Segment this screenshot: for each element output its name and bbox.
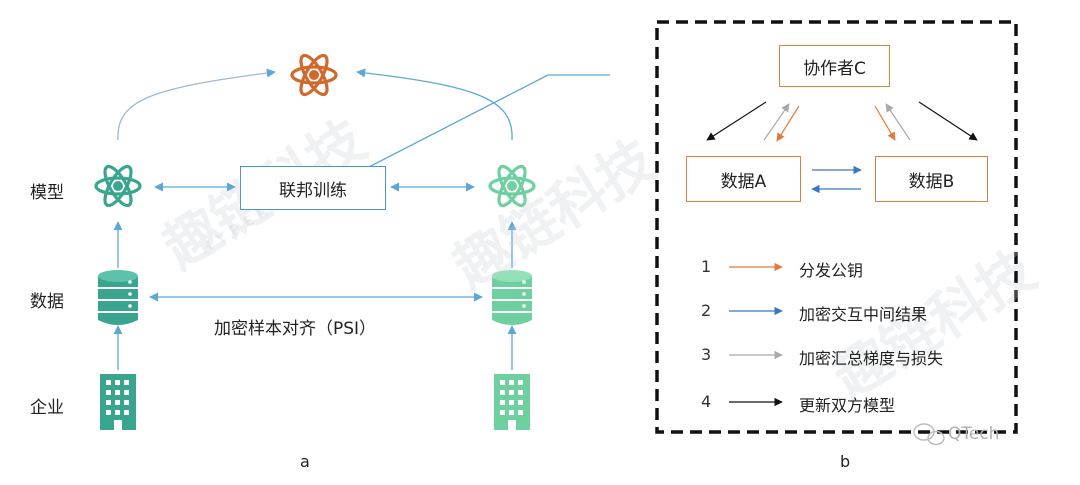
legend-text-1: 分发公钥 — [799, 261, 864, 280]
callout-line — [364, 74, 549, 170]
party-b-box: 数据B — [875, 156, 988, 202]
legend-text-3: 加密汇总梯度与损失 — [799, 349, 944, 368]
party-a-box: 数据A — [686, 156, 801, 202]
legend-num-3: 3 — [701, 345, 712, 364]
row-label-enterprise: 企业 — [30, 398, 64, 418]
panel-b-caption: b — [840, 452, 851, 471]
legend-text-2: 加密交互中间结果 — [799, 305, 928, 324]
c-to-a-key-arrow — [776, 105, 800, 142]
coordinator-box: 协作者C — [779, 45, 890, 87]
c-to-b-update-arrow — [918, 101, 978, 141]
c-to-a-update-arrow — [706, 101, 767, 141]
credit-label: QTech — [948, 424, 1000, 444]
global-model-atom-icon — [290, 50, 338, 100]
legend-num-1: 1 — [701, 257, 712, 276]
psi-label: 加密样本对齐（PSI） — [214, 319, 377, 339]
c-to-b-key-arrow — [874, 105, 896, 141]
row-label-model: 模型 — [30, 183, 64, 203]
legend-text-4: 更新双方模型 — [799, 396, 896, 415]
wechat-icon — [913, 423, 945, 446]
row-label-data: 数据 — [30, 292, 64, 312]
left-building-icon — [100, 374, 136, 430]
left-database-icon — [98, 270, 138, 325]
legend-num-4: 4 — [701, 392, 712, 411]
a-to-c-gradient-arrow — [763, 103, 790, 141]
right-building-icon — [494, 374, 530, 430]
right-model-to-global-arrow — [356, 68, 513, 141]
panel-a-caption: a — [300, 452, 310, 471]
left-model-to-global-arrow — [117, 68, 276, 141]
legend-num-2: 2 — [701, 301, 712, 320]
federated-training-box: 联邦训练 — [240, 166, 386, 210]
right-database-icon — [492, 270, 532, 325]
panel-b-frame — [655, 20, 1018, 434]
left-model-atom-icon — [94, 161, 142, 211]
b-to-c-gradient-arrow — [885, 103, 911, 141]
